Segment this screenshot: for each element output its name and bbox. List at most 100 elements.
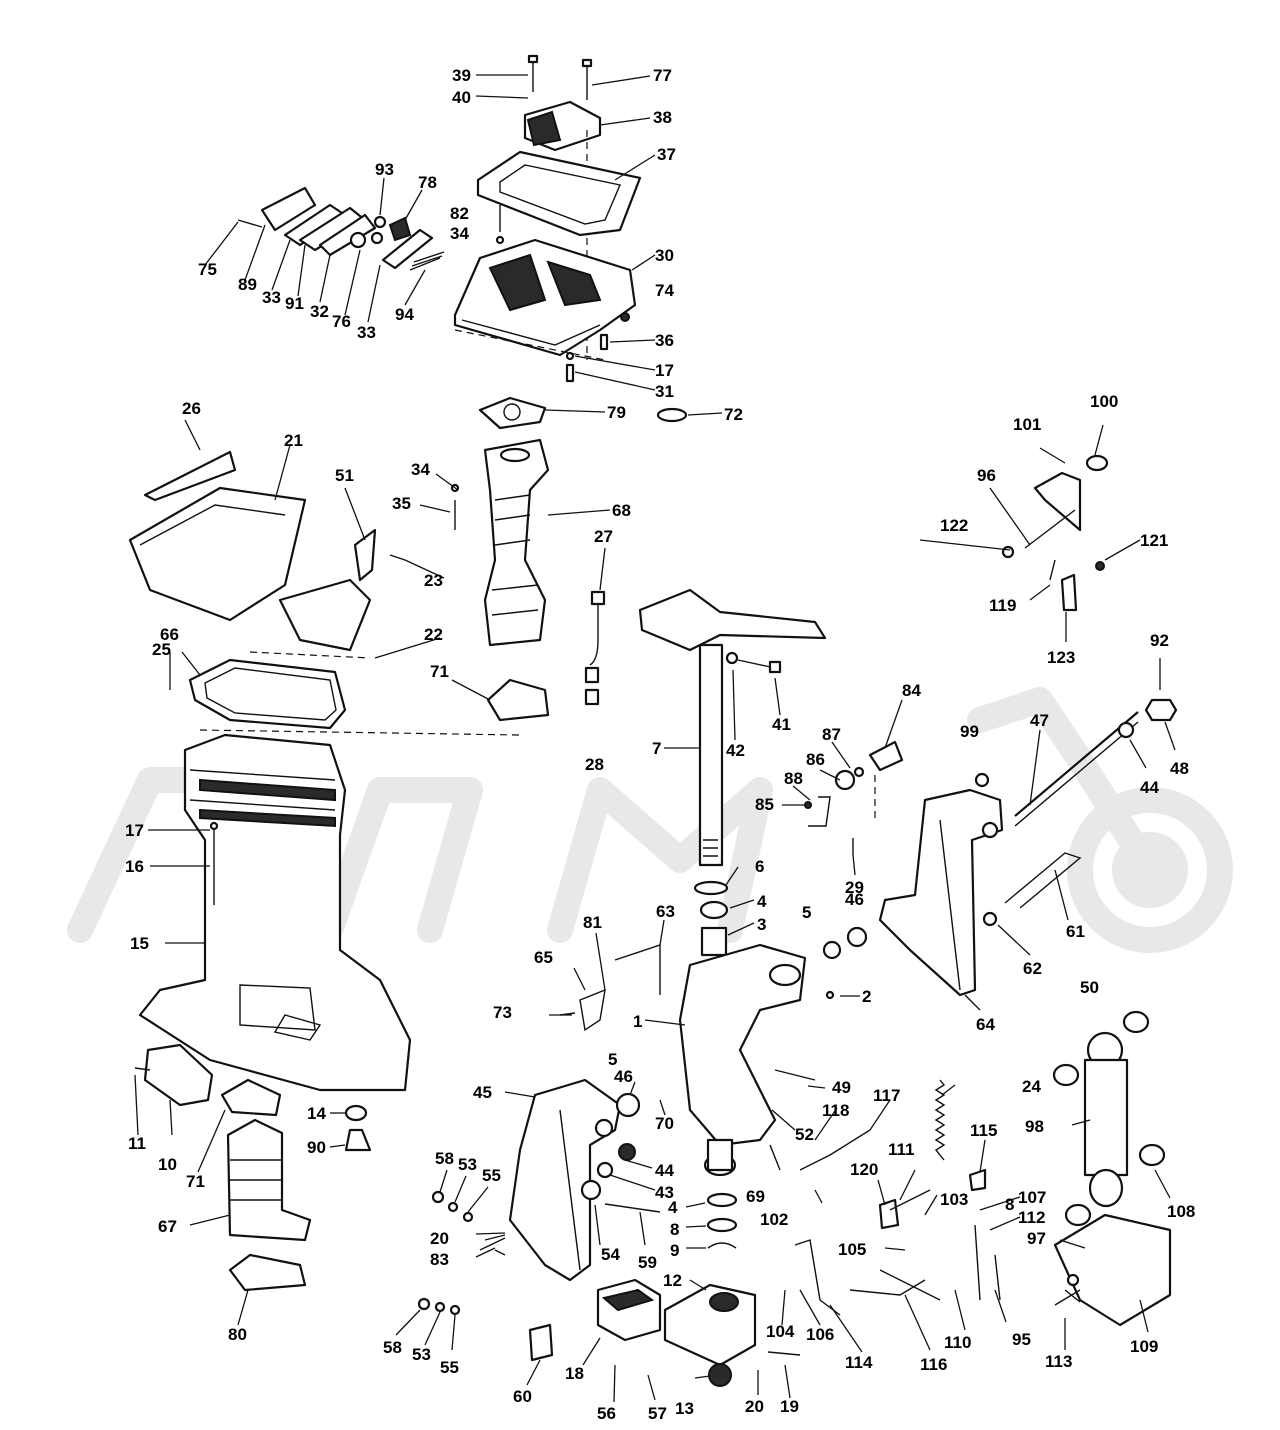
callout-17-top: 17 <box>655 361 674 380</box>
callout-48: 48 <box>1170 759 1189 778</box>
callout-64: 64 <box>976 1015 995 1034</box>
callout-110: 110 <box>944 1333 971 1352</box>
cap-72 <box>656 407 688 423</box>
callout-87: 87 <box>822 725 841 744</box>
callout-107: 107 <box>1018 1188 1046 1207</box>
callout-57: 57 <box>648 1404 667 1423</box>
callout-97: 97 <box>1027 1229 1046 1248</box>
callout-118: 118 <box>822 1101 849 1120</box>
callout-103: 103 <box>940 1190 968 1209</box>
callout-79: 79 <box>607 403 626 422</box>
callout-70: 70 <box>655 1114 674 1133</box>
callout-91: 91 <box>285 294 304 313</box>
callout-24: 24 <box>1022 1077 1041 1096</box>
callout-85: 85 <box>755 795 774 814</box>
callout-83: 83 <box>430 1250 449 1269</box>
callout-60: 60 <box>513 1387 532 1406</box>
callout-100: 100 <box>1090 392 1118 411</box>
exhaust-tube-68 <box>483 438 550 647</box>
callout-32: 32 <box>310 302 329 321</box>
callout-68: 68 <box>612 501 631 520</box>
callout-93: 93 <box>375 160 394 179</box>
callout-116: 116 <box>920 1355 947 1374</box>
stern-bracket-64 <box>878 788 1004 997</box>
callout-71-top: 71 <box>430 662 449 681</box>
callout-81: 81 <box>583 913 602 932</box>
callout-51: 51 <box>335 466 354 485</box>
callout-105: 105 <box>838 1240 866 1259</box>
callout-7: 7 <box>652 739 661 758</box>
callout-44-mid: 44 <box>655 1161 674 1180</box>
callout-113: 113 <box>1045 1352 1072 1371</box>
callout-21: 21 <box>284 431 303 450</box>
bracket-81 <box>579 988 606 1032</box>
callout-53-bottom: 53 <box>412 1345 431 1364</box>
callout-112: 112 <box>1018 1208 1045 1227</box>
callout-123: 123 <box>1047 648 1075 667</box>
callout-4-bottom: 4 <box>668 1198 678 1217</box>
callout-59: 59 <box>638 1253 657 1272</box>
intake-gasket-stack <box>237 186 445 271</box>
callout-8-mid: 8 <box>670 1220 679 1239</box>
callout-52: 52 <box>795 1125 814 1144</box>
callout-104: 104 <box>766 1322 795 1341</box>
callout-labels: 39 40 77 38 37 93 78 82 34 30 75 89 33 9… <box>125 66 1195 1423</box>
callout-34-mid: 34 <box>411 460 430 479</box>
callout-53-top: 53 <box>458 1155 477 1174</box>
callout-9: 9 <box>670 1241 679 1260</box>
callout-45: 45 <box>473 1083 492 1102</box>
callout-114: 114 <box>845 1353 873 1372</box>
callout-23: 23 <box>424 571 443 590</box>
callout-58-bottom: 58 <box>383 1338 402 1357</box>
callout-13: 13 <box>675 1399 694 1418</box>
callout-47: 47 <box>1030 711 1049 730</box>
mount-109 <box>1053 1213 1172 1327</box>
callout-74: 74 <box>655 281 674 300</box>
callout-12: 12 <box>663 1271 682 1290</box>
callout-8-right: 8 <box>1005 1195 1014 1214</box>
callout-31: 31 <box>655 382 674 401</box>
seal-71-upper <box>486 678 550 722</box>
callout-55-top: 55 <box>482 1166 501 1185</box>
callout-121: 121 <box>1140 531 1168 550</box>
tilt-cylinder-98 <box>1083 1031 1129 1208</box>
midsection-15 <box>138 733 412 1092</box>
callout-30: 30 <box>655 246 674 265</box>
callout-62: 62 <box>1023 959 1042 978</box>
callout-111: 111 <box>888 1140 915 1159</box>
callout-38: 38 <box>653 108 672 127</box>
callout-98: 98 <box>1025 1117 1044 1136</box>
callout-14: 14 <box>307 1104 326 1123</box>
clamp-bracket-45 <box>508 1078 622 1282</box>
callout-28: 28 <box>585 755 604 774</box>
callout-1: 1 <box>633 1012 642 1031</box>
callout-10: 10 <box>158 1155 177 1174</box>
callout-102: 102 <box>760 1210 788 1229</box>
callout-71-bottom: 71 <box>186 1172 205 1191</box>
callout-2: 2 <box>862 987 871 1006</box>
callout-65: 65 <box>534 948 553 967</box>
callout-122: 122 <box>940 516 968 535</box>
callout-78: 78 <box>418 173 437 192</box>
bracket-18 <box>596 1278 662 1342</box>
callout-96: 96 <box>977 466 996 485</box>
callout-106: 106 <box>806 1325 834 1344</box>
callout-46-mid: 46 <box>614 1067 633 1086</box>
exhaust-housing-group <box>453 54 642 383</box>
lower-cowl-group <box>128 450 460 652</box>
callout-35: 35 <box>392 494 411 513</box>
callout-90: 90 <box>307 1138 326 1157</box>
callout-15: 15 <box>130 934 149 953</box>
callout-18: 18 <box>565 1364 584 1383</box>
callout-26: 26 <box>182 399 201 418</box>
callout-11: 11 <box>128 1134 146 1153</box>
callout-75: 75 <box>198 260 217 279</box>
callout-54: 54 <box>601 1245 620 1264</box>
steering-arm-7 <box>638 588 827 867</box>
callout-42: 42 <box>726 741 745 760</box>
callout-86: 86 <box>806 750 825 769</box>
callout-27: 27 <box>594 527 613 546</box>
seal-66 <box>188 658 347 730</box>
callout-55-bottom: 55 <box>440 1358 459 1377</box>
